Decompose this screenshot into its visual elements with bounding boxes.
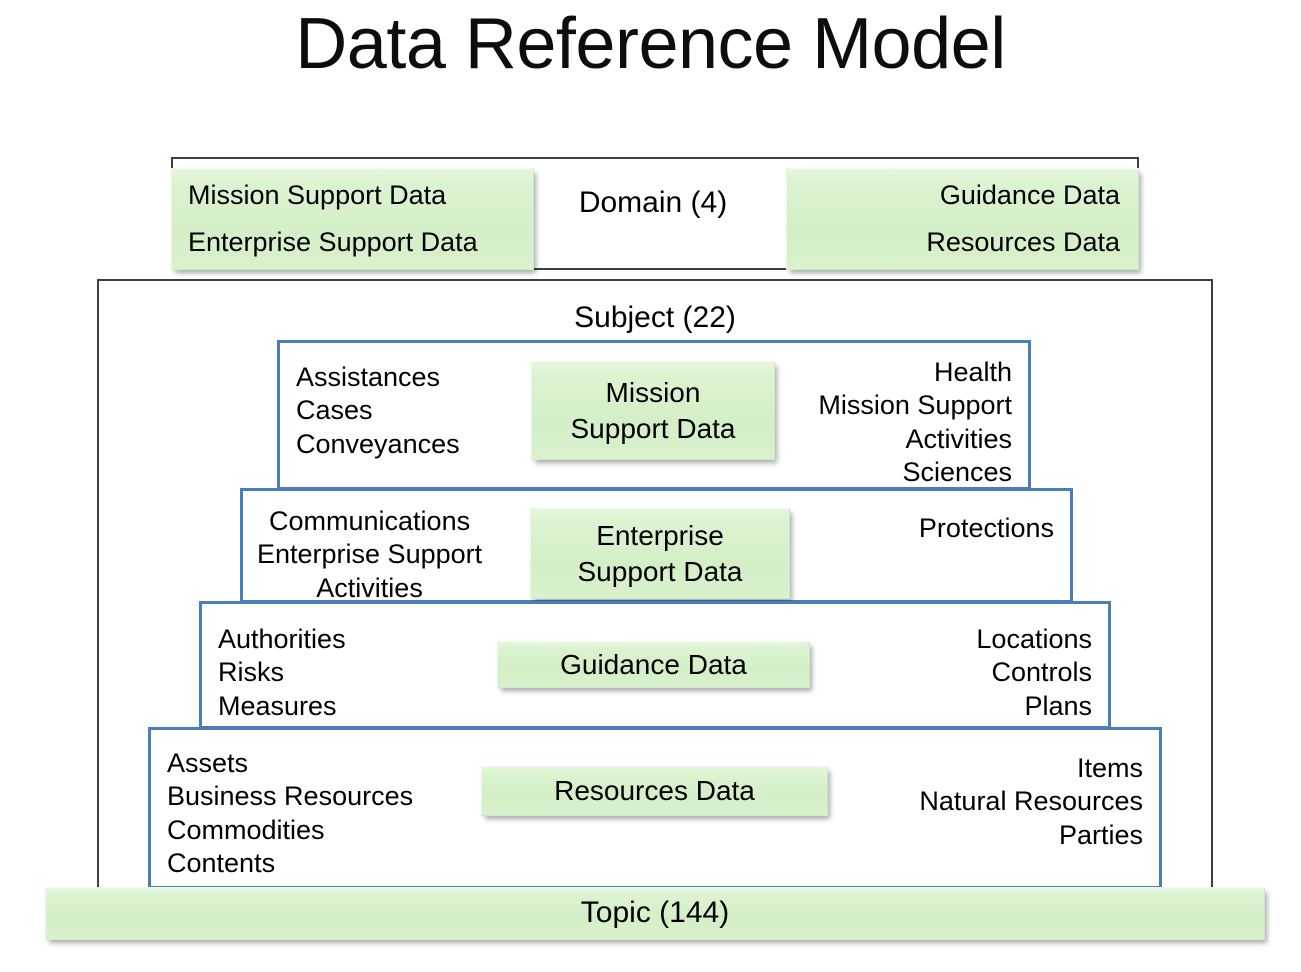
topic-level-label: Topic (144) (580, 896, 730, 930)
chip-subject-mission-support-data[interactable]: Mission Support Data (531, 361, 775, 460)
page-title: Data Reference Model (295, 4, 1006, 84)
tier-3-left-terms: Authorities Risks Measures (218, 623, 346, 723)
tier-1-right-terms: Health Mission Support Activities Scienc… (818, 356, 1012, 489)
term: Activities (316, 572, 423, 603)
term: Assets (167, 748, 249, 778)
term: Contents (167, 848, 276, 879)
term: Authorities (218, 624, 346, 654)
term: Risks (218, 657, 284, 688)
tier-2-left-terms: Communications Enterprise Support Activi… (257, 505, 482, 605)
chip-line: Mission (605, 376, 701, 408)
tier-1-left-terms: Assistances Cases Conveyances (296, 361, 460, 461)
chip-subject-resources-data[interactable]: Resources Data (481, 766, 828, 816)
chip-line: Guidance Data (560, 648, 747, 680)
term: Enterprise Support (257, 539, 483, 570)
term: Commodities (167, 814, 325, 845)
term: Mission Support (818, 390, 1012, 421)
term: Health (933, 357, 1012, 387)
chip-subject-guidance-data[interactable]: Guidance Data (497, 641, 810, 688)
chip-line: Mission Support Data (188, 180, 447, 211)
term: Plans (1024, 690, 1092, 721)
term: Measures (218, 690, 337, 721)
term: Parties (1058, 819, 1143, 850)
subject-level-label: Subject (22) (574, 301, 736, 334)
domain-level-label: Domain (4) (578, 186, 728, 219)
chip-line: Support Data (570, 412, 736, 444)
term: Protections (918, 513, 1054, 543)
chip-domain-mission-support-data[interactable]: Mission Support Data Enterprise Support … (171, 168, 534, 270)
tier-3-right-terms: Locations Controls Plans (976, 623, 1092, 723)
term: Natural Resources (919, 786, 1143, 817)
term: Communications (269, 506, 471, 536)
chip-domain-guidance-resources-data[interactable]: Guidance Data Resources Data (786, 168, 1139, 270)
chip-line: Enterprise Support Data (188, 227, 478, 257)
chip-line: Resources Data (554, 775, 755, 807)
tier-4-left-terms: Assets Business Resources Commodities Co… (167, 747, 413, 880)
term: Business Resources (167, 781, 414, 812)
term: Locations (976, 624, 1092, 654)
tier-resources-data[interactable]: Assets Business Resources Commodities Co… (148, 727, 1162, 889)
term: Controls (991, 657, 1092, 688)
term: Activities (905, 423, 1012, 454)
term: Cases (296, 395, 373, 426)
term: Assistances (296, 362, 441, 392)
topic-level-bar[interactable]: Topic (144) (45, 887, 1265, 940)
chip-line: Resources Data (926, 227, 1120, 257)
chip-line: Guidance Data (939, 180, 1120, 211)
chip-line: Enterprise (596, 519, 724, 551)
chip-line: Support Data (577, 555, 743, 587)
tier-4-right-terms: Items Natural Resources Parties (919, 752, 1143, 852)
term: Items (1076, 753, 1143, 783)
chip-subject-enterprise-support-data[interactable]: Enterprise Support Data (530, 508, 790, 599)
tier-2-right-terms: Protections (919, 512, 1054, 545)
term: Conveyances (296, 428, 460, 459)
term: Sciences (902, 457, 1012, 488)
